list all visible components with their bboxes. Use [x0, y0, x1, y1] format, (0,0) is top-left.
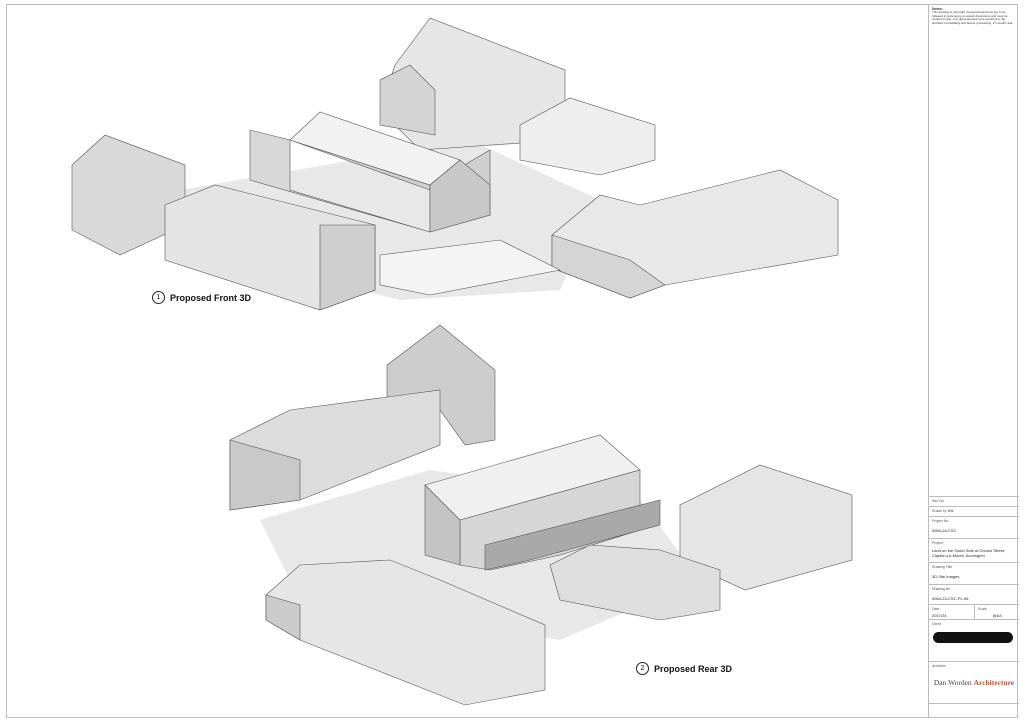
- building: [319, 224, 376, 311]
- drawing-title-label: Drawing Title: [932, 565, 953, 569]
- road: [379, 239, 561, 296]
- drawing-title-row: Drawing Title 3D Site Images: [929, 562, 1019, 584]
- building: [551, 234, 666, 299]
- drawn-by: DW: [947, 509, 954, 513]
- architect-suffix: Architecture: [973, 678, 1015, 687]
- fences: [484, 499, 661, 571]
- architect-label: Architect: [932, 664, 946, 668]
- rev-label: Rev No: [932, 499, 944, 503]
- drawn-by-row: Drawn by DW: [929, 506, 1019, 516]
- notes-text: This drawing is copyright. Figured dimen…: [932, 10, 1014, 25]
- proposed-front-3d-view: [71, 17, 839, 311]
- rev-row: Rev No: [929, 496, 1019, 506]
- view-label-front: 1 Proposed Front 3D: [152, 291, 251, 304]
- architect-name: Dan Worden: [933, 678, 972, 687]
- sheet-border: [6, 4, 1018, 718]
- contact-row: [929, 703, 1019, 718]
- building: [379, 64, 436, 136]
- project-label: Project: [932, 541, 943, 545]
- drawing-no-row: Drawing No 0064-24-CSC-PL-06: [929, 584, 1019, 604]
- building: [549, 544, 721, 621]
- drawing-no: 0064-24-CSC-PL-06: [932, 596, 969, 601]
- terrace-gable: [424, 484, 461, 566]
- drawing-title: 3D Site Images: [932, 574, 960, 579]
- date: 2017/24: [932, 613, 947, 618]
- building: [519, 97, 656, 176]
- architect-logo: Dan Worden Architecture: [929, 678, 1019, 687]
- project-no-row: Project No 0064-24-CSC: [929, 516, 1019, 538]
- client-label: Client: [932, 622, 941, 626]
- view-number: 2: [636, 662, 649, 675]
- 3d-views: [71, 17, 853, 706]
- notes-label: Notes:: [932, 7, 943, 11]
- view-number: 1: [152, 291, 165, 304]
- building: [229, 439, 301, 511]
- view-label-rear: 2 Proposed Rear 3D: [636, 662, 732, 675]
- drawing-no-label: Drawing No: [932, 587, 951, 591]
- project: Land on the South Side of Church Street,…: [932, 548, 1006, 558]
- title-block: Notes: This drawing is copyright. Figure…: [928, 4, 1019, 718]
- project-no: 0064-24-CSC: [932, 528, 957, 533]
- date-cell: Date 2017/24: [929, 604, 974, 619]
- proposed-rear-3d-view: [229, 324, 853, 706]
- building: [265, 594, 301, 641]
- notes: Notes: This drawing is copyright. Figure…: [932, 7, 1016, 25]
- drawn-by-label: Drawn by: [932, 509, 947, 513]
- terrace-gable: [429, 159, 491, 233]
- date-label: Date: [932, 607, 940, 611]
- redacted-client: [933, 632, 1013, 643]
- client-row: Client: [929, 619, 1019, 661]
- view-title: Proposed Rear 3D: [654, 663, 733, 674]
- project-no-label: Project No: [932, 519, 949, 523]
- view-title: Proposed Front 3D: [170, 292, 252, 303]
- scale-cell: Scale @A3: [974, 604, 1019, 619]
- architect-row: Architect: [929, 661, 1019, 703]
- scale: @A3: [992, 613, 1002, 618]
- scale-label: Scale: [978, 607, 987, 611]
